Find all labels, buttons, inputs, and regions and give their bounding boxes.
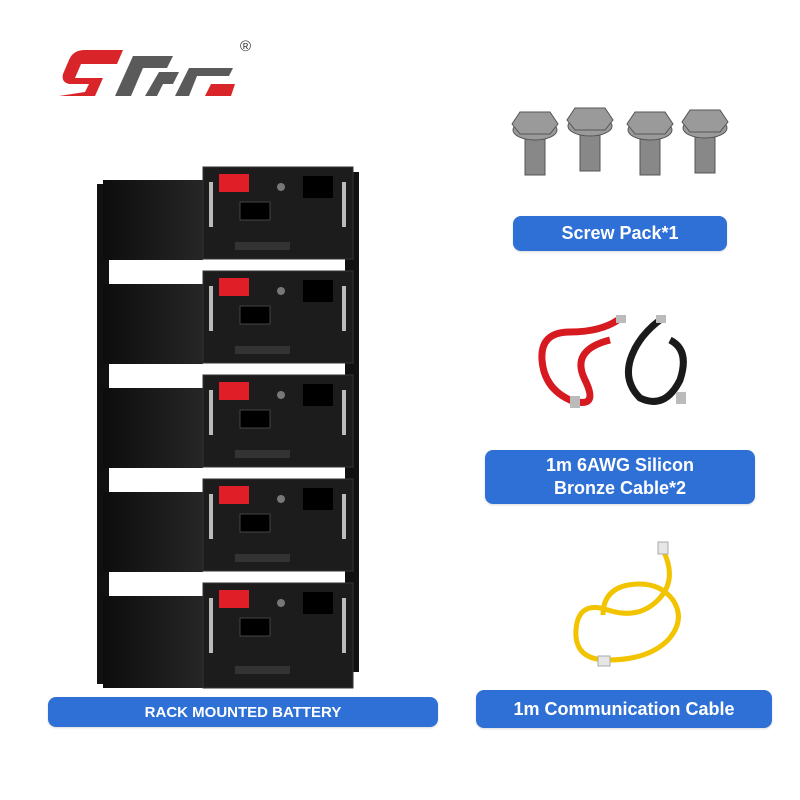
bronze-cable-image (538, 315, 687, 408)
screw-pack-image (511, 107, 729, 176)
comm-cable-image (573, 541, 681, 667)
rack-battery-label: RACK MOUNTED BATTERY (48, 697, 438, 727)
screw-pack-label: Screw Pack*1 (513, 216, 727, 251)
brand-logo (59, 50, 235, 96)
comm-cable-label: 1m Communication Cable (476, 690, 772, 728)
rack-battery-image (97, 166, 359, 689)
bronze-cable-label-text: 1m 6AWG Silicon Bronze Cable*2 (545, 455, 695, 498)
registered-mark: ® (240, 38, 252, 55)
bronze-cable-label: 1m 6AWG Silicon Bronze Cable*2 (485, 450, 755, 504)
